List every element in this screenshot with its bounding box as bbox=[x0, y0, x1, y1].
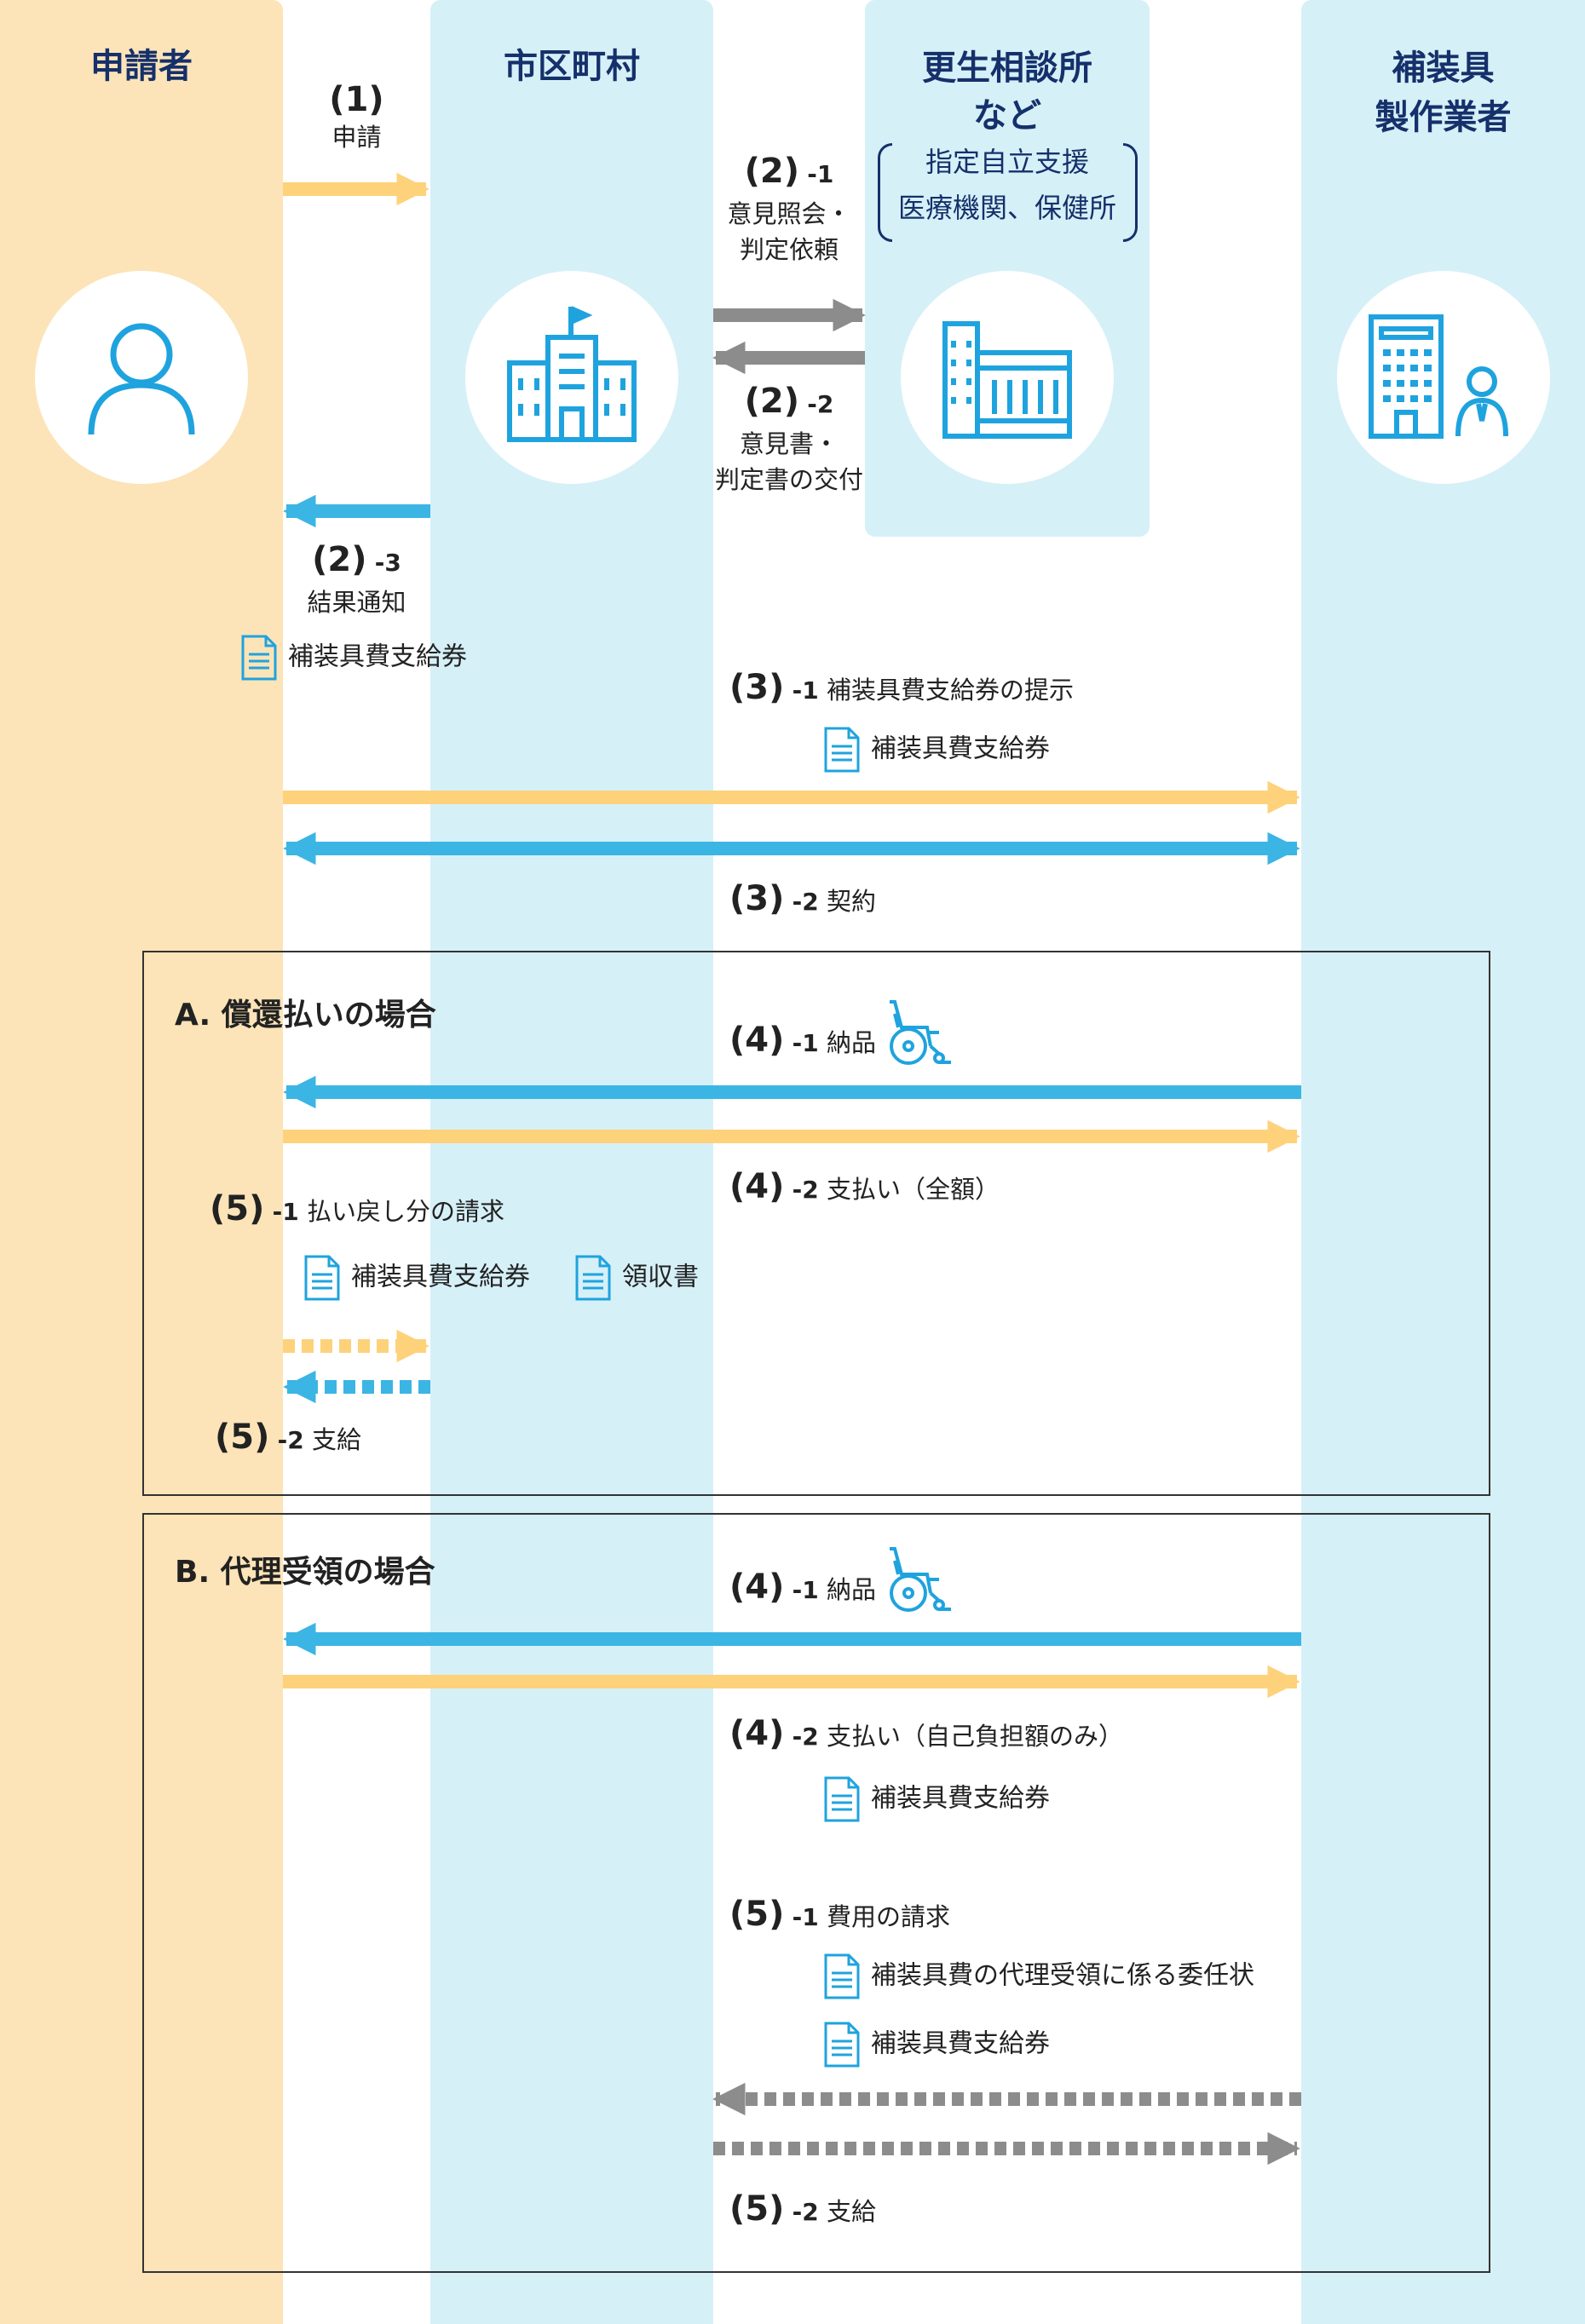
wheelchair-icon bbox=[890, 1547, 951, 1612]
label-s2-3: (2) -3 結果通知 bbox=[307, 540, 406, 617]
lane-sub-center-line2: 医療機関、保健所 bbox=[897, 192, 1116, 224]
document-icon bbox=[241, 635, 277, 681]
doc-voucher-s3-1: 補装具費支給券 bbox=[823, 726, 1050, 774]
wheelchair-icon bbox=[890, 1000, 951, 1065]
lane-title-city: 市区町村 bbox=[504, 47, 640, 86]
label-b-s5-1: (5) -1 費用の請求 bbox=[729, 1895, 950, 1934]
office-building-person-icon bbox=[1369, 314, 1508, 439]
box-agency-receipt bbox=[142, 1513, 1490, 2273]
doc-voucher-a-s5-1: 補装具費支給券 bbox=[303, 1254, 530, 1302]
lane-title-maker-line2: 製作業者 bbox=[1375, 98, 1512, 137]
document-icon bbox=[824, 727, 860, 773]
label-s2-1: (2) -1 意見照会・ 判定依頼 bbox=[727, 152, 851, 264]
lane-title-applicant: 申請者 bbox=[90, 47, 193, 86]
label-a-s5-2: (5) -2 支給 bbox=[215, 1418, 361, 1457]
center-circle bbox=[901, 271, 1114, 484]
lane-title-center-line1: 更生相談所 bbox=[922, 49, 1092, 88]
doc-voucher-b-s5-1: 補装具費支給券 bbox=[823, 2021, 1050, 2068]
label-s3-2: (3) -2 契約 bbox=[729, 879, 876, 918]
label-a-s4-2: (4) -2 支払い（全額） bbox=[729, 1167, 1000, 1206]
document-icon bbox=[304, 1255, 340, 1301]
document-icon bbox=[824, 1776, 860, 1822]
label-s3-1: (3) -1 補装具費支給券の提示 bbox=[729, 668, 1074, 707]
document-icon bbox=[824, 1953, 860, 1999]
box-a-title: A. 償還払いの場合 bbox=[175, 998, 436, 1033]
box-reimbursement bbox=[142, 951, 1490, 1496]
doc-receipt-a-s5-1: 領収書 bbox=[574, 1254, 699, 1302]
label-b-s4-2: (4) -2 支払い（自己負担額のみ） bbox=[729, 1714, 1123, 1753]
lane-title-maker-line1: 補装具 bbox=[1392, 49, 1495, 88]
maker-circle bbox=[1337, 271, 1550, 484]
hospital-icon bbox=[942, 321, 1072, 439]
applicant-circle bbox=[35, 271, 248, 484]
document-icon bbox=[824, 2022, 860, 2068]
label-s2-2: (2) -2 意見書・ 判定書の交付 bbox=[714, 382, 863, 494]
person-icon bbox=[88, 323, 195, 435]
label-b-s5-2: (5) -2 支給 bbox=[729, 2189, 876, 2229]
label-s1: (1) 申請 bbox=[329, 80, 384, 152]
lane-title-center-line2: など bbox=[973, 96, 1041, 135]
doc-voucher-s2-3: 補装具費支給券 bbox=[240, 634, 467, 682]
doc-voucher-b-s4-2: 補装具費支給券 bbox=[823, 1775, 1050, 1823]
city-circle bbox=[465, 271, 678, 484]
doc-power-of-attorney: 補装具費の代理受領に係る委任状 bbox=[823, 1953, 1254, 2000]
label-a-s5-1: (5) -1 払い戻し分の請求 bbox=[210, 1189, 504, 1228]
box-b-title: B. 代理受領の場合 bbox=[175, 1555, 435, 1590]
lane-sub-center-line1: 指定自立支援 bbox=[925, 146, 1089, 178]
city-hall-icon bbox=[507, 306, 637, 442]
document-icon bbox=[575, 1255, 611, 1301]
label-a-s4-1: (4) -1 納品 bbox=[729, 1021, 876, 1060]
label-b-s4-1: (4) -1 納品 bbox=[729, 1568, 876, 1607]
